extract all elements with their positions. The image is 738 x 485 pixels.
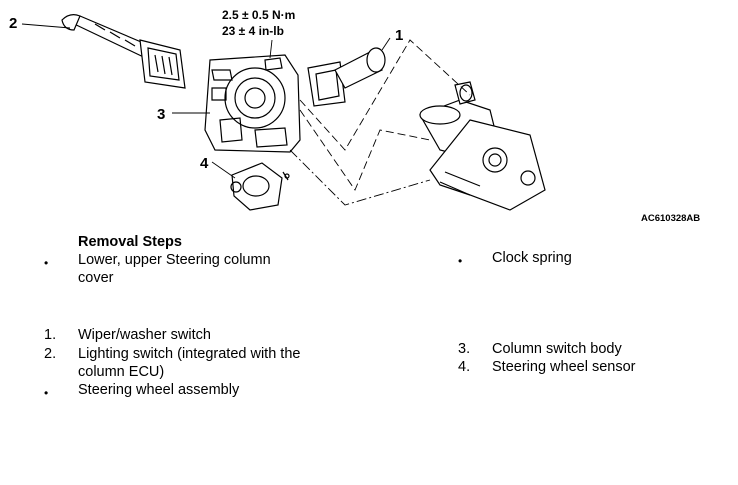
torque-spec: 2.5 ± 0.5 N·m 23 ± 4 in-lb [222,7,295,39]
removal-steps-heading: Removal Steps [78,234,182,250]
callout-4: 4 [200,155,209,172]
step-clock-spring: Clock spring [492,250,572,266]
steering-column-illustration [419,81,546,211]
callout-1: 1 [395,27,403,44]
torque-imperial: 23 ± 4 in-lb [222,24,284,38]
step-steering-wheel-assembly: Steering wheel assembly [78,382,240,398]
step-steering-wheel-sensor: Steering wheel sensor [492,359,636,375]
bullet-marker: • [44,386,49,400]
callout-2: 2 [9,15,17,32]
step-number: 1. [44,327,57,343]
step-steering-column-cover: Lower, upper Steering column cover [78,252,271,286]
step-lighting-switch: Lighting switch (integrated with the col… [78,346,301,380]
bullet-marker: • [458,254,463,268]
step-number: 4. [458,359,471,375]
wiper-washer-switch-illustration [307,47,386,107]
lighting-switch-illustration [61,14,186,89]
exploded-view-diagram: 2 1 3 4 [9,14,546,211]
steering-wheel-sensor-illustration [230,162,290,211]
step-column-switch-body: Column switch body [492,341,622,357]
bullet-marker: • [44,256,49,270]
torque-metric: 2.5 ± 0.5 N·m [222,8,296,22]
step-number: 2. [44,346,57,362]
column-switch-body-illustration [204,54,301,153]
leader-lines [21,23,471,206]
step-number: 3. [458,341,471,357]
callout-3: 3 [157,106,165,123]
step-wiper-washer-switch: Wiper/washer switch [78,327,211,343]
figure-id: AC610328AB [641,213,701,224]
